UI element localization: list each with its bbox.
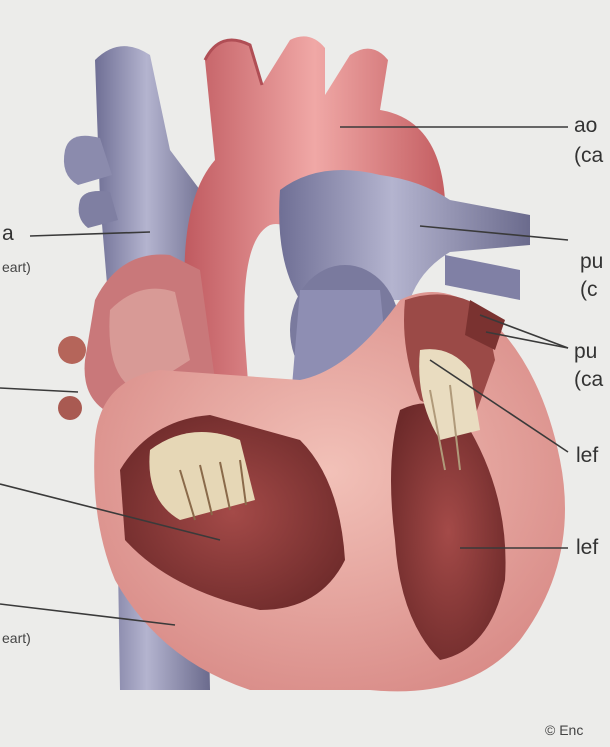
label-aorta-1: ao — [574, 114, 597, 138]
label-inferior-vena-cava-2: eart) — [2, 626, 31, 650]
label-left-ventricle: lef — [576, 536, 598, 560]
label-left-atrium: lef — [576, 444, 598, 468]
label-superior-vena-cava-2: eart) — [2, 255, 31, 279]
pulmonary-veins-left — [58, 336, 86, 420]
label-pulmonary-artery-1: pu — [580, 250, 603, 274]
label-superior-vena-cava-1: a — [2, 222, 14, 246]
label-aorta-2: (ca — [574, 144, 603, 168]
copyright-text: © Enc — [545, 718, 583, 742]
leader-right-atrium — [0, 388, 78, 392]
label-pulmonary-veins-2: (ca — [574, 368, 603, 392]
label-pulmonary-veins-1: pu — [574, 340, 597, 364]
label-pulmonary-artery-2: (c — [580, 278, 598, 302]
